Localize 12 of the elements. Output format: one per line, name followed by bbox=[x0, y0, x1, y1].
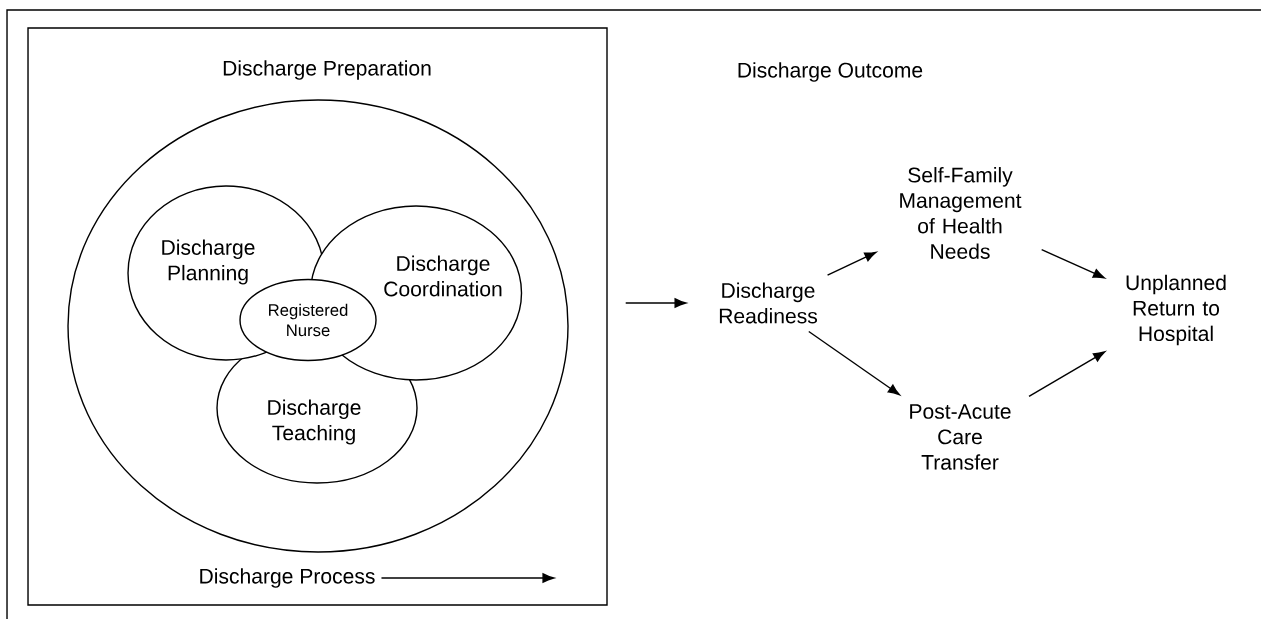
node-text: Unplanned Return to Hospital bbox=[1126, 274, 1226, 346]
arrow bbox=[1028, 351, 1106, 398]
node-text: Discharge Readiness bbox=[719, 282, 818, 324]
arrow bbox=[380, 573, 555, 583]
node-text: Discharge Process bbox=[200, 568, 375, 588]
arrow bbox=[808, 330, 900, 396]
arrow bbox=[1040, 248, 1105, 279]
node-text: Post-Acute Care Transfer bbox=[910, 404, 1011, 470]
arrow bbox=[625, 298, 687, 308]
node-text: Self-Family Management of Health Needs bbox=[900, 167, 1022, 259]
arrow bbox=[826, 251, 877, 276]
heading: Discharge Outcome bbox=[738, 62, 923, 82]
